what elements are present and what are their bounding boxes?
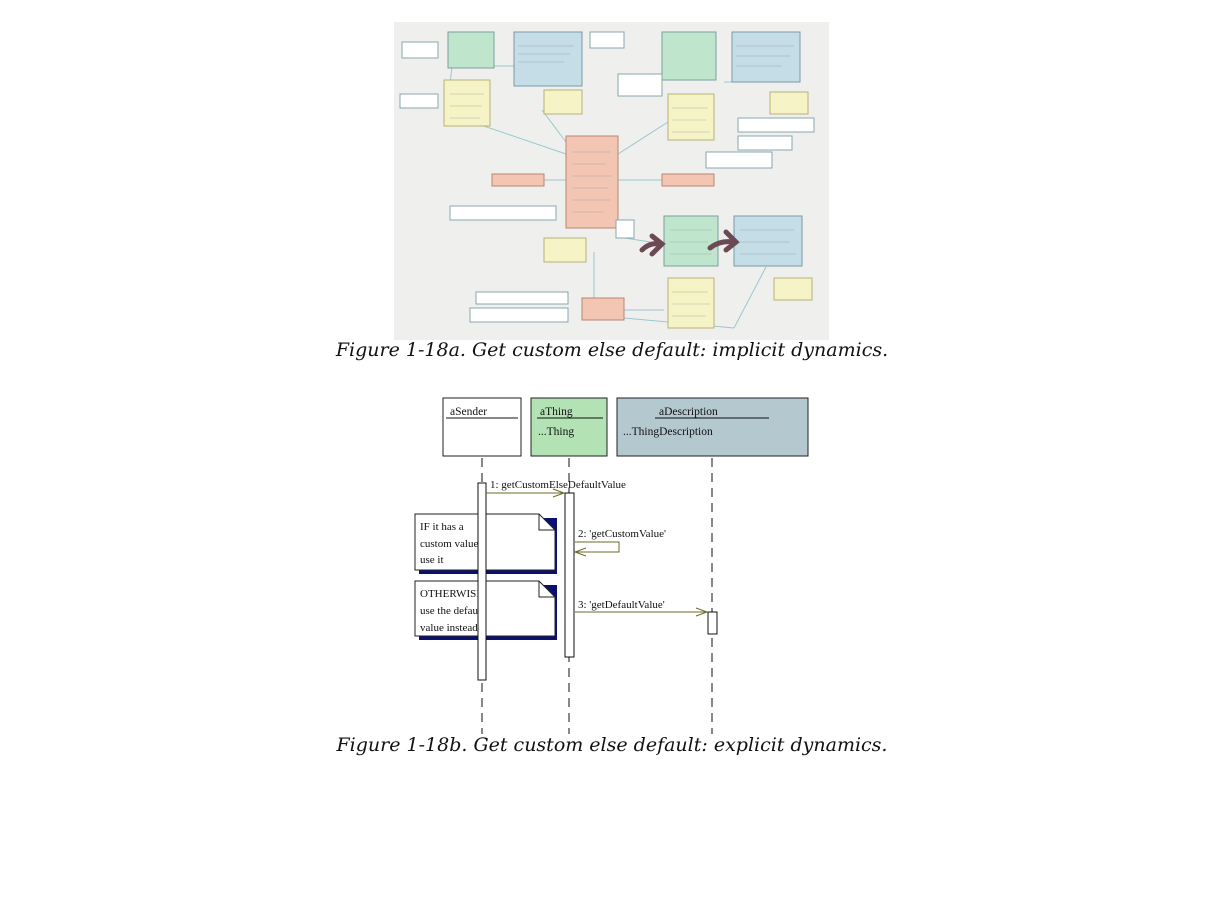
note-default-line-1: OTHERWISE [420,588,483,600]
note-default-value: OTHERWISE use the default value instead [414,580,557,640]
object-name-adescription: aDescription [659,406,718,418]
object-box-athing [530,397,608,457]
note-custom-line-1: IF it has a [420,521,464,533]
object-name-athing: aThing [540,406,573,418]
note-default-line-2: use the default [420,605,484,617]
figure-b-caption: Figure 1-18b. Get custom else default: e… [336,734,888,756]
message-label-3: 3: 'getDefaultValue' [578,599,665,611]
object-name-asender: aSender [450,406,487,418]
implicit-dynamics-class-diagram [394,22,829,340]
object-type-adescription: ...ThingDescription [623,426,713,438]
arrow-icon [707,229,740,253]
object-type-athing: ...Thing [538,426,574,438]
note-custom-value: IF it has a custom value, use it [414,513,557,574]
activation-athing [564,492,575,658]
message-label-2: 2: 'getCustomValue' [578,528,666,540]
message-get-custom-value: 2: 'getCustomValue' [573,528,666,557]
message-label-1: 1: getCustomElseDefaultValue [490,479,626,491]
note-custom-line-2: custom value, [420,538,481,550]
message-get-custom-else-default: 1: getCustomElseDefaultValue [486,479,626,498]
arrow-icon [639,233,666,257]
activation-asender [477,482,487,681]
figure-a-caption: Figure 1-18a. Get custom else default: i… [335,339,889,361]
object-box-adescription [616,397,809,457]
activation-adescription [707,611,718,635]
note-default-line-3: value instead [420,622,478,634]
message-get-default-value: 3: 'getDefaultValue' [575,599,709,617]
object-box-asender [442,397,522,457]
note-custom-line-3: use it [420,554,444,566]
